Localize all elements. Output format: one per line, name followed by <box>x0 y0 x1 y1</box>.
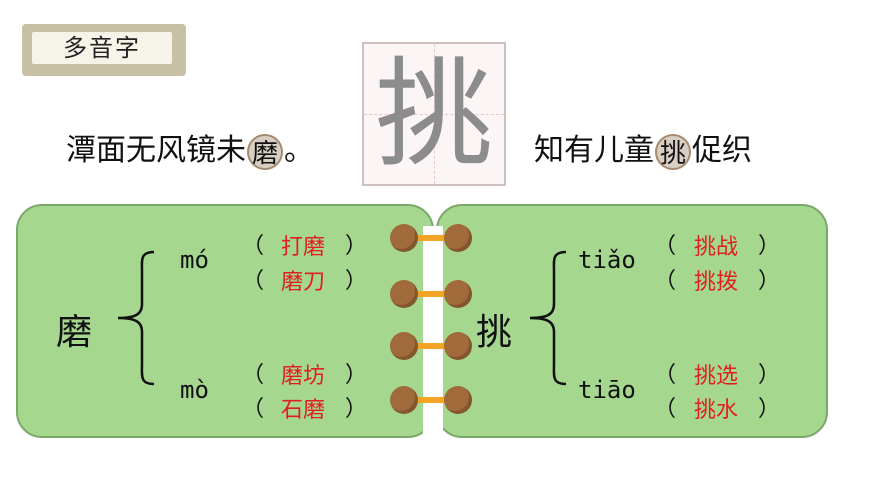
ring-dot <box>444 332 472 360</box>
poem-right-text-b: 促织 <box>692 133 752 168</box>
paren-open: （ <box>654 397 677 422</box>
left-pinyin-1: mó <box>180 246 209 274</box>
paren-open: （ <box>242 234 265 259</box>
ring-row <box>390 386 476 414</box>
title-text: 多音字 <box>63 34 141 62</box>
poem-right-circled-char[interactable]: 挑 <box>655 133 691 170</box>
left-panel <box>16 204 434 438</box>
paren-close: ） <box>758 269 781 294</box>
poem-right-text-a: 知有儿童 <box>534 133 654 168</box>
paren-open: （ <box>242 397 265 422</box>
title-tag-inner: 多音字 <box>32 32 172 64</box>
right-pinyin-2: tiāo <box>578 376 636 404</box>
paren-open: （ <box>654 363 677 388</box>
left-word-3: 磨坊 <box>281 364 326 389</box>
ring-dot <box>390 280 418 308</box>
left-brace-icon <box>117 250 155 386</box>
big-character: 挑 <box>374 45 493 183</box>
paren-close: ） <box>345 397 368 422</box>
ring-band <box>404 235 462 241</box>
binder-rings <box>390 224 476 414</box>
right-main-char: 挑 <box>476 312 513 353</box>
left-word-4: 石磨 <box>281 398 326 423</box>
paren-open: （ <box>654 269 677 294</box>
grid-horizontal-line <box>364 114 504 115</box>
paren-close: ） <box>758 397 781 422</box>
poem-left-end: 。 <box>284 133 314 168</box>
ring-dot <box>390 224 418 252</box>
ring-dot <box>444 224 472 252</box>
paren-close: ） <box>345 269 368 294</box>
ring-dot <box>390 386 418 414</box>
poem-left-text: 潭面无风镜未 <box>66 133 246 168</box>
right-pinyin-1: tiǎo <box>578 246 636 274</box>
ring-band <box>404 343 462 349</box>
paren-close: ） <box>345 363 368 388</box>
ring-row <box>390 332 476 360</box>
paren-close: ） <box>758 363 781 388</box>
right-panel <box>436 204 828 438</box>
poem-left-circled-char[interactable]: 磨 <box>247 133 283 170</box>
left-main-char: 磨 <box>56 312 93 353</box>
paren-close: ） <box>758 234 781 259</box>
paren-close: ） <box>345 234 368 259</box>
poem-line-left: 潭面无风镜未磨。 <box>66 125 314 170</box>
ring-row <box>390 280 476 308</box>
ring-dot <box>390 332 418 360</box>
right-word-3: 挑选 <box>694 364 739 389</box>
right-word-1: 挑战 <box>694 235 739 260</box>
ring-dot <box>444 280 472 308</box>
poem-line-right: 知有儿童挑促织 <box>534 125 752 170</box>
paren-open: （ <box>242 363 265 388</box>
ring-row <box>390 224 476 252</box>
ring-dot <box>444 386 472 414</box>
title-tag: 多音字 <box>22 24 186 76</box>
left-pinyin-2: mò <box>180 376 209 404</box>
paren-open: （ <box>654 234 677 259</box>
right-brace-icon <box>529 250 567 386</box>
right-word-4: 挑水 <box>694 398 739 423</box>
ring-band <box>404 291 462 297</box>
left-word-2: 磨刀 <box>281 270 326 295</box>
character-card: 挑 <box>362 42 506 186</box>
right-word-2: 挑拨 <box>694 270 739 295</box>
paren-open: （ <box>242 269 265 294</box>
left-word-1: 打磨 <box>281 235 326 260</box>
ring-band <box>404 397 462 403</box>
book-spine <box>423 226 443 438</box>
